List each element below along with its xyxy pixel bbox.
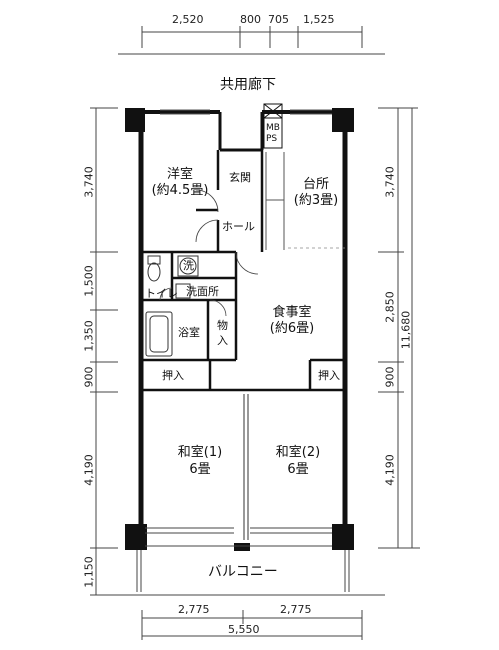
left-dim-4: 900 [82, 366, 96, 388]
toilet-label: トイレ [145, 287, 178, 300]
balcony-railing [136, 550, 350, 592]
balcony-label: バルコニー [208, 564, 278, 580]
top-dimension-line [118, 26, 385, 55]
dining-size: (約6畳) [269, 321, 315, 336]
japanese1-size: 6畳 [189, 462, 211, 477]
top-dim-1: 2,520 [172, 13, 204, 26]
door-swings [159, 189, 259, 317]
left-dimension-line [90, 107, 118, 596]
entrance-label: 玄関 [229, 171, 251, 184]
right-dim-total: 11,680 [399, 310, 413, 350]
left-dim-6: 1,150 [82, 556, 96, 588]
columns [125, 108, 354, 551]
kitchen-counter [265, 152, 285, 250]
bath-label: 浴室 [178, 326, 200, 339]
mbps-label-1: MB [266, 123, 280, 133]
top-dim-3: 705 [268, 13, 289, 26]
right-dimension-line [378, 107, 420, 549]
japanese2-size: 6畳 [287, 462, 309, 477]
top-dim-2: 800 [240, 13, 261, 26]
storage-label-2: 入 [217, 334, 228, 347]
top-windows [160, 109, 335, 115]
japanese1-name: 和室(1) [177, 445, 223, 460]
bottom-total: 5,550 [228, 623, 260, 636]
closet-left-label: 押入 [162, 369, 184, 382]
kitchen-size: (約3畳) [293, 193, 339, 208]
top-dim-4: 1,525 [303, 13, 335, 26]
bottom-dim-1: 2,775 [178, 603, 210, 616]
right-dim-4: 4,190 [383, 454, 397, 486]
western-room-name: 洋室 [166, 167, 194, 182]
closet-right-label: 押入 [318, 369, 340, 382]
left-dim-2: 1,500 [82, 265, 96, 297]
washroom-label: 洗面所 [186, 285, 219, 298]
right-dim-2: 2,850 [383, 291, 397, 323]
left-dim-1: 3,740 [82, 166, 96, 198]
bathtub-fixture [145, 311, 173, 357]
western-room-size: (約4.5畳) [151, 183, 209, 198]
kitchen-name: 台所 [302, 177, 330, 192]
mbps-label-2: PS [266, 134, 278, 144]
japanese-room-divider [243, 394, 249, 540]
washer-fixture [177, 255, 199, 277]
japanese2-name: 和室(2) [275, 445, 321, 460]
hall-label: ホール [222, 220, 255, 233]
corridor-label: 共用廊下 [220, 77, 276, 93]
left-dim-3: 1,350 [82, 320, 96, 352]
outer-walls [138, 110, 348, 540]
dining-name: 食事室 [272, 305, 312, 320]
interior-walls [139, 150, 345, 392]
bottom-dimension-line [118, 594, 385, 640]
washer-label: 洗 [183, 259, 194, 272]
bottom-dim-2: 2,775 [280, 603, 312, 616]
storage-label-1: 物 [217, 319, 228, 332]
toilet-fixture [147, 255, 161, 282]
sink-fixture [175, 283, 191, 299]
balcony-windows [145, 527, 332, 547]
right-dim-3: 900 [383, 366, 397, 388]
right-dim-1: 3,740 [383, 166, 397, 198]
left-dim-5: 4,190 [82, 454, 96, 486]
mbps-box [263, 103, 283, 149]
